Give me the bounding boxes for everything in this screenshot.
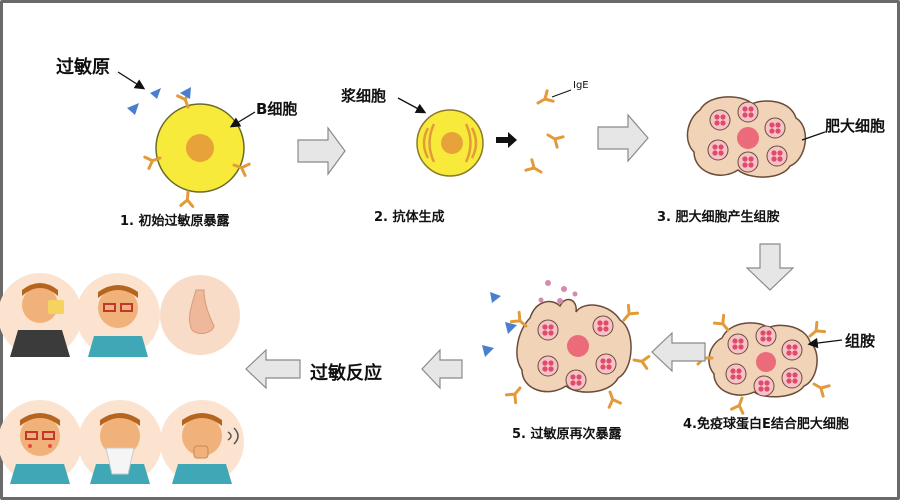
plasma-cell — [416, 109, 484, 177]
histamine-release-dots — [538, 280, 578, 304]
step-5-caption: 5. 过敏原再次暴露 — [512, 427, 622, 442]
sneezing-person-icon — [0, 273, 82, 357]
mast-cell-1 — [686, 96, 807, 178]
flow-arrow-1 — [297, 126, 346, 176]
histamine-pointer — [807, 337, 843, 349]
plasma-cell-pointer — [397, 97, 427, 114]
histamine-label: 组胺 — [845, 332, 876, 350]
diagram-canvas — [8, 8, 892, 492]
itchy-eyes-person-icon — [76, 273, 160, 357]
flow-arrow-2 — [597, 113, 649, 163]
b-cell-label: B细胞 — [256, 100, 298, 118]
allergen-triangles-1 — [127, 87, 191, 115]
b-cell — [143, 90, 251, 208]
ige-pointer — [551, 89, 572, 98]
step-1-caption: 1. 初始过敏原暴露 — [120, 214, 230, 229]
b-cell-pointer — [229, 111, 256, 128]
mast-cell-label: 肥大细胞 — [825, 117, 886, 135]
plasma-cell-label: 浆细胞 — [341, 87, 387, 105]
flow-arrow-5 — [245, 348, 301, 390]
allergen-pointer — [117, 71, 146, 90]
flow-arrow-4 — [421, 348, 463, 390]
flow-arrow-3 — [651, 331, 706, 373]
coughing-person-icon — [160, 400, 244, 484]
ige-label: IgE — [573, 80, 589, 91]
rash-face-icon — [0, 400, 82, 484]
reaction-label: 过敏反应 — [310, 363, 382, 384]
mast-cell-ige — [696, 313, 831, 415]
mast-cell-pointer — [801, 131, 826, 141]
tissue-person-icon — [78, 400, 162, 484]
mast-cell-degranulating — [504, 298, 651, 409]
allergen-triangles-2 — [482, 292, 517, 357]
ige-antibodies — [524, 89, 565, 179]
step-2-caption: 2. 抗体生成 — [374, 210, 445, 225]
allergen-label: 过敏原 — [56, 57, 110, 78]
step-3-caption: 3. 肥大细胞产生组胺 — [657, 210, 780, 225]
secretion-arrow — [496, 132, 517, 148]
nose-icon — [160, 275, 240, 355]
flow-arrow-down — [745, 243, 795, 291]
step-4-caption: 4.免疫球蛋白E结合肥大细胞 — [683, 417, 849, 432]
